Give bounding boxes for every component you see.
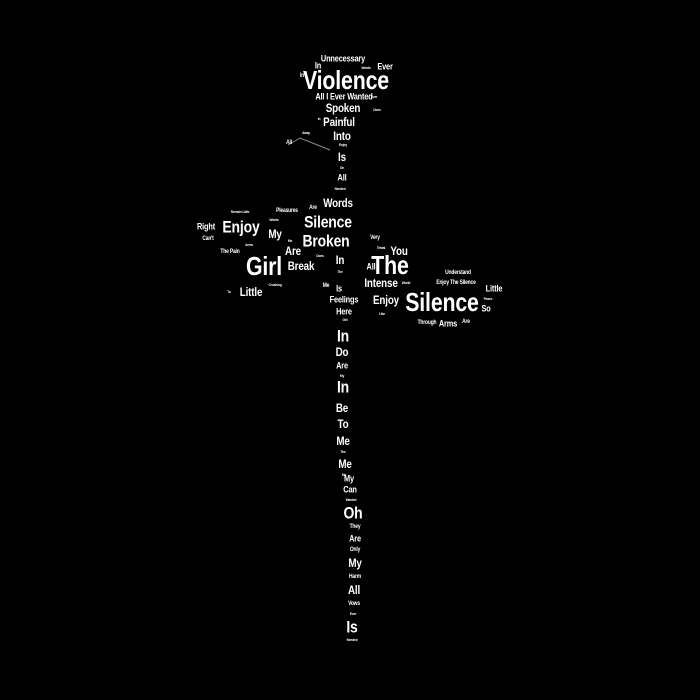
word: Needed (334, 186, 346, 191)
word: In (317, 116, 321, 121)
word: Is (338, 150, 346, 164)
word: In (314, 60, 322, 71)
word: Is (346, 617, 358, 637)
word: Is (336, 283, 342, 294)
word: In (336, 326, 350, 346)
word: Trivial (376, 245, 386, 250)
word: Are (309, 205, 317, 211)
word: Into (333, 129, 351, 143)
word: Words (323, 196, 353, 210)
word: Wanted (345, 497, 357, 502)
word: Does (373, 107, 381, 112)
word: Are (336, 360, 348, 371)
word: Can't (202, 236, 214, 242)
word: Understand (445, 270, 471, 276)
word: Unnecessary (320, 53, 366, 64)
word: Painful (323, 115, 355, 129)
word: My (348, 556, 362, 570)
word: Me (322, 283, 330, 289)
word: Here (336, 306, 352, 317)
word: Enjoy The Silence (436, 280, 476, 286)
word: Remain Little (230, 209, 250, 214)
word: To (227, 289, 231, 294)
word: World (401, 280, 411, 285)
word: Can (343, 484, 357, 495)
word: Words (269, 217, 279, 222)
word: Me (341, 472, 347, 477)
word: Do (383, 74, 389, 79)
word: Peace (483, 296, 493, 301)
word: Silence (405, 287, 479, 317)
word: To (337, 417, 349, 431)
word: Through (417, 320, 437, 326)
word: Spoken (325, 101, 361, 115)
word: Me (338, 457, 352, 471)
word: Me (287, 238, 293, 243)
word: Do (335, 345, 349, 359)
word: Feelings (329, 294, 359, 305)
word: Words (361, 65, 371, 70)
word: Ever (349, 611, 357, 616)
word: The (337, 269, 343, 274)
word: In (299, 73, 305, 79)
word: Little (485, 283, 503, 294)
word: Are (349, 533, 361, 544)
word: Broken (302, 231, 350, 251)
word: All (366, 261, 376, 272)
word: Enjoy (338, 142, 348, 147)
word: All (337, 172, 347, 183)
word: In (336, 377, 350, 397)
word: So (481, 303, 491, 314)
word: Are (462, 319, 470, 325)
word: Me (336, 434, 350, 448)
word: Away (302, 130, 310, 135)
word: Intense (364, 276, 398, 290)
word: Be (335, 401, 349, 415)
word: The Pain (220, 249, 240, 255)
word: Enjoy (373, 293, 399, 307)
word: Harm (349, 574, 361, 580)
word: Silence (304, 212, 352, 232)
word: Like (379, 311, 385, 316)
word: Break (287, 259, 315, 273)
word: All (286, 140, 292, 146)
word: My (339, 373, 345, 378)
word: Oh (343, 503, 363, 523)
word: Arms (438, 318, 458, 329)
word: Girl (245, 251, 283, 281)
word: You (390, 244, 408, 258)
word: Right (196, 221, 216, 232)
word: Arms (245, 242, 253, 247)
word: All I Ever Wanted (315, 91, 373, 102)
word: The (340, 449, 346, 454)
word: The (371, 250, 409, 280)
word: Ever (377, 61, 393, 72)
word: Pleasures (276, 208, 298, 214)
word: My (344, 473, 354, 484)
word: My (268, 227, 282, 241)
word: Ever (370, 94, 378, 99)
word: Needed (346, 637, 358, 642)
word: Little (239, 285, 263, 299)
word: Enjoy (222, 217, 260, 237)
word: Only (349, 547, 361, 553)
word: In (335, 253, 345, 267)
word: Girl (342, 317, 348, 322)
word: Very (370, 235, 380, 241)
word: They (349, 524, 361, 530)
word: Are (285, 244, 301, 258)
word: Oh (339, 165, 345, 170)
word: Violence (303, 65, 389, 95)
word: Crushing (268, 282, 282, 287)
word: Does (316, 253, 324, 258)
word: All (347, 583, 361, 597)
word: Vows (348, 601, 360, 607)
